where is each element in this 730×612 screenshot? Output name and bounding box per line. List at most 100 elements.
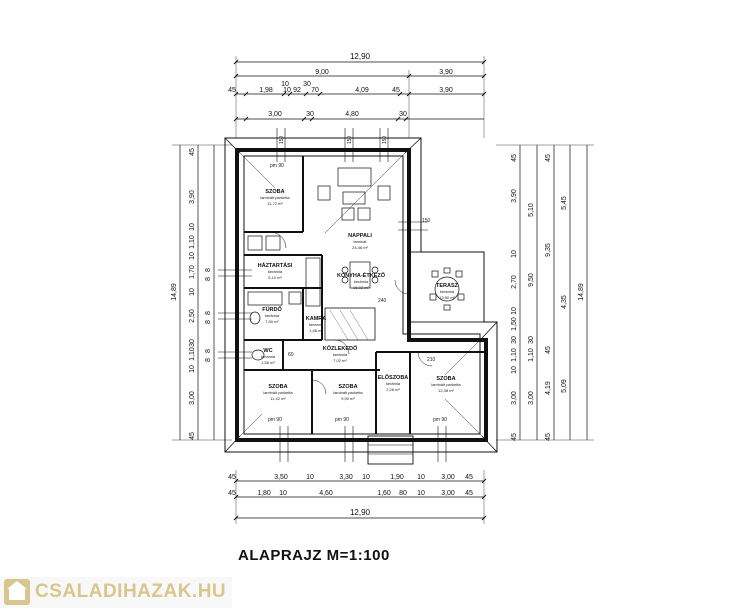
furniture <box>247 167 465 395</box>
dim-r4-3: 92 <box>293 87 301 94</box>
svg-text:7,50 m²: 7,50 m² <box>265 319 279 324</box>
svg-text:30: 30 <box>511 336 518 344</box>
right-dimension-chains <box>496 144 594 441</box>
svg-text:5,10 m²: 5,10 m² <box>268 275 282 280</box>
bottom-dimension-chains <box>233 470 487 524</box>
dim-b2-7: 3,00 <box>441 490 455 497</box>
svg-text:kerámia: kerámia <box>333 352 348 357</box>
left-dimension-chains <box>172 144 232 441</box>
svg-text:pm 90: pm 90 <box>270 163 284 169</box>
room-name: FÜRDŐ <box>262 306 282 313</box>
svg-text:150: 150 <box>422 218 431 224</box>
svg-text:9,50: 9,50 <box>528 273 535 287</box>
dim-b1-5: 1,90 <box>390 474 404 481</box>
svg-text:30: 30 <box>528 336 535 344</box>
svg-text:kerámia: kerámia <box>386 381 401 386</box>
dim-r5-2: 4,80 <box>345 111 359 118</box>
svg-text:45: 45 <box>545 154 552 162</box>
room-name: WC <box>263 348 272 354</box>
svg-text:45: 45 <box>189 432 196 440</box>
svg-text:16,02 m²: 16,02 m² <box>353 285 369 290</box>
svg-text:1,50: 1,50 <box>511 317 518 331</box>
svg-text:kerámia: kerámia <box>268 269 283 274</box>
dim-b2-2: 10 <box>279 490 287 497</box>
dim-b2-6: 10 <box>417 490 425 497</box>
svg-text:4,35: 4,35 <box>561 295 568 309</box>
dim-b2-0: 45 <box>228 490 236 497</box>
room-name: SZOBA <box>338 384 357 390</box>
svg-text:pm 90: pm 90 <box>335 417 349 423</box>
svg-text:5,10: 5,10 <box>528 203 535 217</box>
window-markers <box>218 128 447 462</box>
watermark-logo: CSALADIHAZAK.HU <box>4 577 226 607</box>
svg-text:1,70: 1,70 <box>189 265 196 279</box>
svg-text:3,00: 3,00 <box>189 391 196 405</box>
svg-text:9,90 m²: 9,90 m² <box>341 396 355 401</box>
svg-text:laminát: laminát <box>354 239 368 244</box>
svg-text:laminált parketta: laminált parketta <box>263 390 293 395</box>
svg-text:10: 10 <box>189 252 196 260</box>
dim-r4-5: 4,09 <box>355 87 369 94</box>
dim-r4-1: 1,98 <box>259 87 273 94</box>
dim-r5-1: 30 <box>306 111 314 118</box>
svg-text:210: 210 <box>427 357 436 363</box>
svg-text:pm 90: pm 90 <box>268 417 282 423</box>
dim-top-9: 9,00 <box>315 69 329 76</box>
svg-text:3,00: 3,00 <box>528 391 535 405</box>
svg-text:9,35: 9,35 <box>545 243 552 257</box>
room-name: KÖZLEKEDŐ <box>323 345 358 352</box>
dim-r4-4: 70 <box>311 87 319 94</box>
svg-text:10: 10 <box>511 250 518 258</box>
top-dimension-chains <box>233 56 487 138</box>
svg-text:8: 8 <box>205 349 212 353</box>
dim-r4-0: 45 <box>228 87 236 94</box>
svg-text:10: 10 <box>511 366 518 374</box>
svg-text:2,50: 2,50 <box>189 309 196 323</box>
dim-b1-7: 3,00 <box>441 474 455 481</box>
dim-r4-2: 10 <box>283 87 291 94</box>
svg-text:1,56 m²: 1,56 m² <box>261 360 275 365</box>
dim-total-width-top: 12,90 <box>350 52 371 61</box>
drawing-caption: ALAPRAJZ M=1:100 <box>238 547 390 564</box>
dim-top-30: 30 <box>303 81 311 88</box>
svg-text:10: 10 <box>189 288 196 296</box>
dim-r5-3: 30 <box>399 111 407 118</box>
room-name: ELŐSZOBA <box>378 374 409 381</box>
svg-text:13,50 m²: 13,50 m² <box>439 295 455 300</box>
room-name: HÁZTARTÁSI <box>258 262 293 269</box>
svg-text:12,38 m²: 12,38 m² <box>438 388 454 393</box>
dim-b1-8: 45 <box>465 474 473 481</box>
svg-text:45: 45 <box>511 154 518 162</box>
dim-b1-6: 10 <box>417 474 425 481</box>
svg-text:1,10: 1,10 <box>189 347 196 361</box>
svg-text:10: 10 <box>511 307 518 315</box>
svg-text:60: 60 <box>288 352 294 358</box>
svg-text:pm 90: pm 90 <box>433 417 447 423</box>
svg-text:1,10: 1,10 <box>189 235 196 249</box>
dim-b2-1: 1,80 <box>257 490 271 497</box>
svg-text:8: 8 <box>205 311 212 315</box>
room-name: KAMRA <box>306 316 326 322</box>
house-logo-icon <box>4 579 30 605</box>
svg-text:7,02 m²: 7,02 m² <box>333 358 347 363</box>
svg-text:4,19: 4,19 <box>545 381 552 395</box>
dim-r5-0: 3,00 <box>268 111 282 118</box>
svg-text:5,45: 5,45 <box>561 196 568 210</box>
svg-text:1,10: 1,10 <box>528 348 535 362</box>
watermark-text: CSALADIHAZAK.HU <box>35 581 227 602</box>
svg-text:1,48 m²: 1,48 m² <box>309 328 323 333</box>
svg-text:30: 30 <box>189 339 196 347</box>
dim-b2-8: 45 <box>465 490 473 497</box>
room-name: KONYHA-ÉTKEZŐ <box>337 271 386 279</box>
dim-b2-5: 80 <box>399 490 407 497</box>
svg-text:150: 150 <box>347 136 353 145</box>
room-name: SZOBA <box>265 189 284 195</box>
svg-text:laminált parketta: laminált parketta <box>431 382 461 387</box>
watermark-background <box>0 577 232 608</box>
room-labels: SZOBA laminált parketta 11,72 m² NAPPALI… <box>258 189 462 401</box>
svg-text:10: 10 <box>189 365 196 373</box>
svg-text:5,09: 5,09 <box>561 379 568 393</box>
dim-r4-6: 45 <box>392 87 400 94</box>
bottom-dimension-texts: 45 3,50 10 3,30 10 1,90 10 3,00 45 45 1,… <box>228 474 473 517</box>
